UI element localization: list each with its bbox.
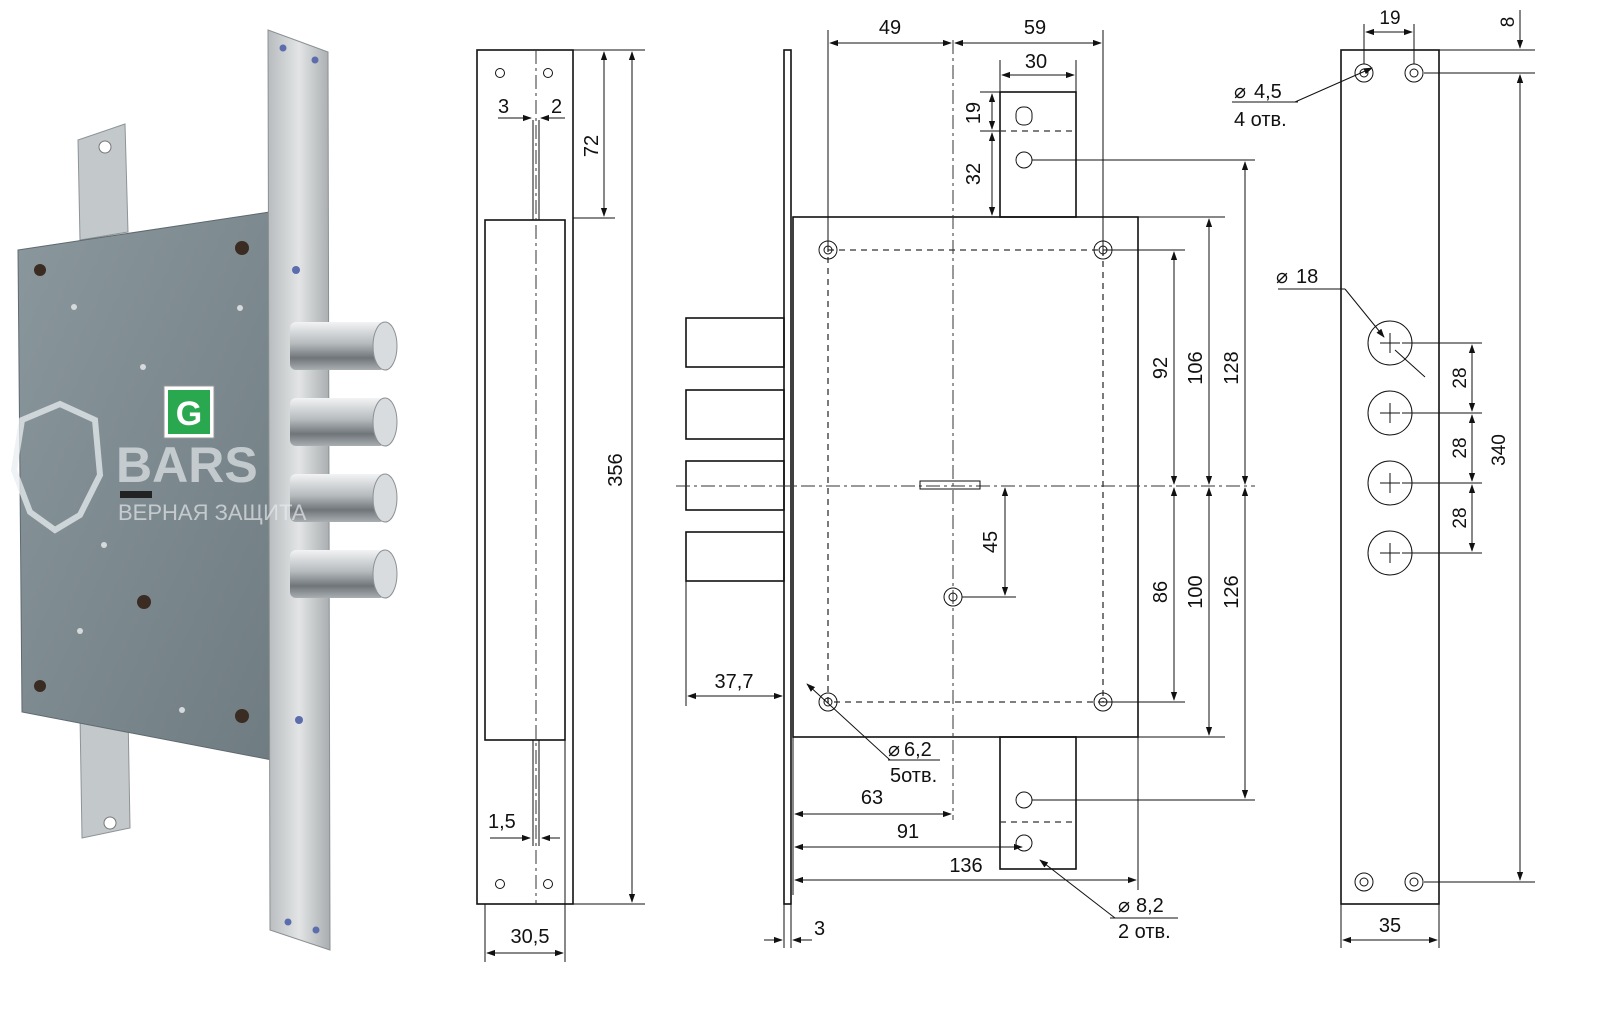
- front-dim-35: 35: [1379, 915, 1401, 937]
- brand-logo: [168, 390, 210, 434]
- strip-dim-30-5: 30,5: [511, 926, 550, 948]
- side-faceplate: [783, 49, 792, 905]
- watermark: BARS ВЕРНАЯ ЗАЩИТА: [10, 400, 307, 534]
- bolt-3: [290, 473, 398, 523]
- bottom-tab-hole: [103, 816, 117, 830]
- side-case: [792, 216, 1139, 738]
- watermark-emblem: [10, 400, 104, 534]
- side-dim-91: 91: [897, 821, 919, 843]
- side-dim-106: 106: [1185, 351, 1207, 384]
- side-dim-45: 45: [980, 531, 1002, 553]
- side-hole-8-2-symbol: ⌀: [1118, 895, 1130, 917]
- side-hole-pattern: [827, 249, 1104, 703]
- front-view: 19 8 ⌀ 4,5 4 отв. ⌀ 18 28 28 28 340: [1232, 8, 1535, 948]
- front-dim-28-b: 28: [1450, 437, 1471, 458]
- side-dim-59: 59: [1024, 17, 1046, 39]
- side-dim-92: 92: [1150, 357, 1172, 379]
- side-view: 49 59 30 19 32 92 106 128 86 100 126: [676, 17, 1255, 948]
- case-rivets: [34, 241, 249, 723]
- top-tab-hole: [98, 140, 112, 154]
- side-dim-100: 100: [1185, 575, 1207, 608]
- strip-dim-72: 72: [581, 135, 603, 157]
- strip-dim-3: 3: [498, 96, 509, 118]
- side-dim-32: 32: [963, 163, 985, 185]
- front-hole-4-5-count: 4 отв.: [1234, 109, 1287, 131]
- bolt-4: [290, 549, 398, 599]
- front-mount-holes: [1354, 63, 1424, 892]
- side-dim-63: 63: [861, 787, 883, 809]
- bolt-1: [290, 321, 398, 371]
- front-hole-18: 18: [1296, 266, 1318, 288]
- front-hole-4-5: 4,5: [1254, 81, 1282, 103]
- strip-dim-2: 2: [551, 96, 562, 118]
- strip-inner-body: [484, 219, 566, 741]
- front-dim-340: 340: [1489, 434, 1510, 466]
- side-hole-6-2-count: 5отв.: [890, 765, 937, 787]
- side-hole-6-2: 6,2: [904, 739, 932, 761]
- bolt-2: [290, 397, 398, 447]
- strip-dim-1-5: 1,5: [488, 811, 516, 833]
- side-hole-8-2: 8,2: [1136, 895, 1164, 917]
- side-dim-128: 128: [1221, 351, 1243, 384]
- side-dim-126: 126: [1221, 575, 1243, 608]
- front-hole-4-5-symbol: ⌀: [1234, 81, 1246, 103]
- side-dim-49: 49: [879, 17, 901, 39]
- side-dim-30: 30: [1025, 51, 1047, 73]
- watermark-name: BARS: [116, 437, 258, 493]
- strip-view: 3 2 72 356 1,5 30,5: [476, 49, 645, 962]
- side-dim-136: 136: [949, 855, 982, 877]
- brand-logo-letter: G: [176, 395, 202, 433]
- front-dim-28-a: 28: [1450, 367, 1471, 388]
- keyhole: [120, 491, 152, 498]
- side-dim-3: 3: [814, 918, 825, 940]
- front-dim-28-c: 28: [1450, 507, 1471, 528]
- side-dim-37-7: 37,7: [715, 671, 754, 693]
- side-top-tab: [999, 91, 1077, 218]
- lock-photo: G: [10, 29, 398, 951]
- side-bolts: [685, 317, 785, 582]
- side-hole-8-2-count: 2 отв.: [1118, 921, 1171, 943]
- top-tab: [77, 123, 129, 241]
- strip-outline: [476, 49, 574, 905]
- side-keyhole: [919, 480, 981, 490]
- lock-bolts: [290, 321, 398, 599]
- watermark-tagline: ВЕРНАЯ ЗАЩИТА: [118, 500, 307, 525]
- front-hole-18-symbol: ⌀: [1276, 266, 1288, 288]
- strip-dim-356: 356: [605, 453, 627, 486]
- strip-mount-holes: [495, 68, 553, 889]
- side-dim-19: 19: [963, 102, 985, 124]
- side-hole-6-2-symbol: ⌀: [888, 739, 900, 761]
- front-dim-8: 8: [1498, 17, 1519, 28]
- side-dim-86: 86: [1150, 581, 1172, 603]
- side-bottom-tab: [999, 736, 1077, 870]
- front-dim-19: 19: [1379, 8, 1400, 29]
- side-mount-holes: [818, 240, 1113, 712]
- case-screws: [71, 304, 243, 713]
- front-faceplate-outline: [1340, 49, 1440, 905]
- faceplate-screws: [279, 44, 320, 934]
